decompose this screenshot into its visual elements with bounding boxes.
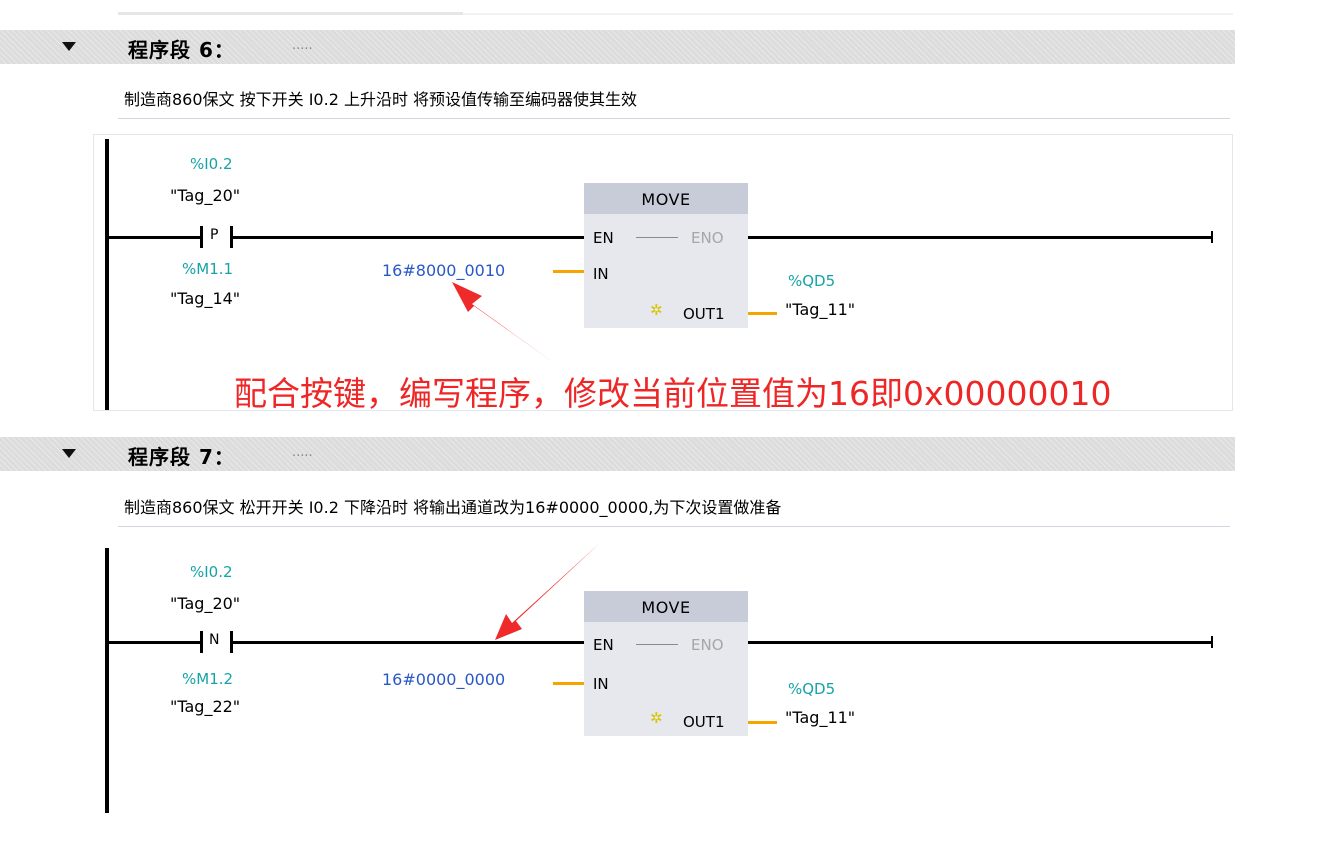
network-6-header[interactable]: 程序段 6： ..... [0,30,1235,64]
pin-out1: OUT1 [683,713,725,731]
arrow-up-left [452,282,557,365]
network-7-header[interactable]: 程序段 7： ..... [0,437,1235,471]
wire [748,641,1212,644]
collapse-arrow-icon[interactable] [62,42,76,51]
network-7-power-rail [105,548,109,813]
in-wire [553,270,584,273]
out-operand[interactable]: "Tag_11" [785,300,856,319]
contact-address: %I0.2 [190,155,233,173]
move-block-title: MOVE [584,183,748,214]
network-6-title-placeholder[interactable]: ..... [292,38,313,53]
wire [233,641,585,644]
edge-memory-address: %M1.2 [182,670,234,688]
in-wire [553,682,584,685]
edge-memory-tag[interactable]: "Tag_14" [170,289,241,308]
annotation-text: 配合按键，编写程序，修改当前位置值为16即0x00000010 [234,374,1112,413]
en-eno-link [636,237,678,238]
edge-memory-tag[interactable]: "Tag_22" [170,697,241,716]
out-wire [748,312,777,315]
network-7-title: 程序段 7： [128,445,235,469]
contact-tag[interactable]: "Tag_20" [170,186,241,205]
pin-en: EN [593,636,614,654]
wire [107,641,200,644]
network-6-comment[interactable]: 制造商860保文 按下开关 I0.2 上升沿时 将预设值传输至编码器使其生效 [118,76,1230,119]
contact-right-bar [230,631,233,653]
wire [107,236,200,239]
pin-en: EN [593,229,614,247]
star-icon: ✲ [650,709,663,727]
edge-memory-address: %M1.1 [182,260,234,278]
contact-tag[interactable]: "Tag_20" [170,594,241,613]
contact-right-bar [230,226,233,248]
arrow-down-left [495,542,601,640]
move-block[interactable]: MOVE EN ENO IN ✲ OUT1 [584,591,748,736]
star-icon: ✲ [650,301,663,319]
top-divider-right [463,13,1233,15]
network-7-comment-text: 制造商860保文 松开开关 I0.2 下降沿时 将输出通道改为16#0000_0… [124,498,782,517]
pin-eno: ENO [691,636,724,654]
p-contact-label[interactable]: P [210,227,219,243]
in-operand[interactable]: 16#8000_0010 [382,261,506,280]
rung-end [1211,231,1213,243]
contact-address: %I0.2 [190,563,233,581]
collapse-arrow-icon[interactable] [62,449,76,458]
out-address: %QD5 [788,272,836,290]
out-address: %QD5 [788,680,836,698]
wire [233,236,585,239]
network-6-title: 程序段 6： [128,38,235,62]
move-block[interactable]: MOVE EN ENO IN ✲ OUT1 [584,183,748,328]
network-7-comment[interactable]: 制造商860保文 松开开关 I0.2 下降沿时 将输出通道改为16#0000_0… [118,484,1230,527]
out-wire [748,721,777,724]
top-divider [118,12,463,15]
out-operand[interactable]: "Tag_11" [785,708,856,727]
wire [748,236,1212,239]
n-contact-label[interactable]: N [209,632,220,648]
network-7-title-placeholder[interactable]: ..... [292,445,313,460]
en-eno-link [636,644,678,645]
rung-end [1211,636,1213,648]
network-6-power-rail [105,139,109,410]
contact-left-bar [200,631,203,653]
pin-eno: ENO [691,229,724,247]
in-operand[interactable]: 16#0000_0000 [382,670,506,689]
pin-in: IN [593,675,609,693]
pin-in: IN [593,265,609,283]
move-block-title: MOVE [584,591,748,622]
network-6-comment-text: 制造商860保文 按下开关 I0.2 上升沿时 将预设值传输至编码器使其生效 [124,90,638,109]
pin-out1: OUT1 [683,305,725,323]
contact-left-bar [200,226,203,248]
